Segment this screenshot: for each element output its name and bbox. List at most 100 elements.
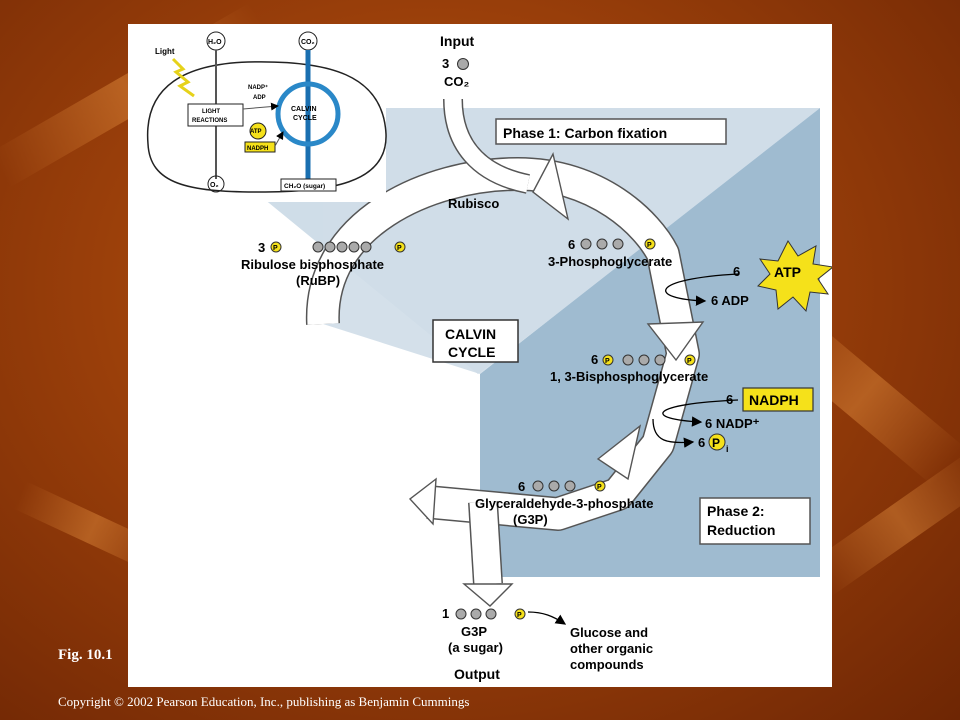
atp-count: 6 (733, 264, 740, 279)
inset-sugar-box (280, 178, 337, 192)
rubp-molecule: P P (270, 241, 406, 253)
light-reactions-label-1: LIGHT (202, 109, 220, 115)
light-bolt (171, 57, 195, 98)
output-name: G3P (461, 624, 487, 639)
bpg-count: 6 (591, 352, 598, 367)
inset-o2-label: O₂ (210, 182, 219, 189)
light-reactions-box (187, 103, 244, 127)
pi-arrow (652, 418, 695, 448)
phosphate-letter: P (273, 245, 278, 252)
phase2-region (480, 108, 820, 577)
cycle-arrowhead (596, 424, 642, 481)
output-product-arrow (527, 611, 567, 625)
phosphate-letter: P (647, 242, 652, 249)
nadph-usage-arrow (662, 399, 739, 427)
phosphate-letter: P (605, 358, 610, 365)
bpg-molecule: P P (602, 354, 696, 366)
inset-nadph-box (244, 141, 276, 153)
calvin-cycle-diagram: Light H₂O CO₂ LIGHT REACTIONS CALVIN CYC… (136, 31, 832, 682)
carbon-atom (360, 241, 372, 253)
g3p-count: 6 (518, 479, 525, 494)
inset-sugar-label: CH₂O (sugar) (284, 183, 325, 190)
phosphate-circle (602, 354, 614, 366)
carbon-atom (485, 608, 497, 620)
atp-label: ATP (774, 264, 801, 280)
product-line-2: other organic (570, 641, 653, 656)
carbon-atom (336, 241, 348, 253)
nadph-count: 6 (726, 392, 733, 407)
phosphate-circle (644, 238, 656, 250)
output-count: 1 (442, 606, 449, 621)
output-stem-fill (469, 501, 502, 585)
inset-nadp-label: NADP⁺ (248, 84, 268, 91)
adp-label: 6 ADP (711, 293, 749, 308)
carbon-atom (324, 241, 336, 253)
phosphate-circle (684, 354, 696, 366)
inset-calvin-ring (275, 81, 341, 147)
inset-co2-label: CO₂ (301, 39, 315, 46)
carbon-atom (470, 608, 482, 620)
inset-atp-arrow (242, 102, 279, 111)
inset-nadph-arrow (274, 131, 284, 147)
carbon-atom (564, 480, 576, 492)
cycle-arrowhead (646, 321, 705, 362)
phosphate-letter: P (597, 484, 602, 491)
figure-label: Fig. 10.1 (58, 647, 113, 663)
inset-o2-circle (207, 175, 225, 193)
co2-molecule (457, 58, 469, 70)
nadph-box (742, 387, 814, 412)
pi-count: 6 (698, 435, 705, 450)
inset-h2o-label: H₂O (208, 39, 222, 46)
phase2-label-2: Reduction (707, 522, 775, 538)
atp-starburst (757, 240, 832, 313)
carbon-atom (455, 608, 467, 620)
carbon-atom (638, 354, 650, 366)
copyright-notice: Copyright © 2002 Pearson Education, Inc.… (58, 694, 470, 709)
product-line-3: compounds (570, 657, 644, 672)
nadp-out-label: 6 NADP⁺ (705, 416, 760, 431)
cycle-arrowhead (532, 152, 570, 221)
phosphate-circle (394, 241, 406, 253)
calvin-cycle-label-2: CYCLE (448, 344, 495, 360)
output-desc: (a sugar) (448, 640, 503, 655)
carbon-atom (612, 238, 624, 250)
input-title: Input (440, 33, 475, 49)
output-arrowhead (462, 583, 514, 607)
product-line-1: Glucose and (570, 625, 648, 640)
input-count: 3 (442, 56, 449, 71)
phosphate-letter: P (397, 245, 402, 252)
phosphate-letter: P (687, 358, 692, 365)
pga-name: 3-Phosphoglycerate (548, 254, 672, 269)
rubisco-label: Rubisco (448, 196, 499, 211)
calvin-cycle-box (432, 319, 519, 363)
calvin-cycle-label-1: CALVIN (445, 326, 496, 342)
pga-molecule: P (580, 238, 656, 250)
inset-atp-label: ATP (250, 129, 262, 135)
pi-subscript: i (726, 444, 729, 454)
phosphate-circle (270, 241, 282, 253)
g3p-molecule: P (532, 480, 606, 492)
atp-usage-arrow (665, 273, 739, 306)
pi-circle (708, 433, 726, 451)
light-reactions-label-2: REACTIONS (192, 118, 227, 124)
g3p-name: Glyceraldehyde-3-phosphate (475, 496, 653, 511)
bpg-name: 1, 3-Bisphosphoglycerate (550, 369, 708, 384)
chloroplast-inset: Light H₂O CO₂ LIGHT REACTIONS CALVIN CYC… (136, 31, 387, 202)
rubp-abbr: (RuBP) (296, 273, 340, 288)
phase2-label-1: Phase 2: (707, 503, 765, 519)
pga-count: 6 (568, 237, 575, 252)
carbon-atom (580, 238, 592, 250)
g3p-abbr: (G3P) (513, 512, 548, 527)
rubp-count: 3 (258, 240, 265, 255)
carbon-atom (622, 354, 634, 366)
input-molecule: CO₂ (444, 74, 470, 89)
input-arrow-fill (444, 98, 530, 193)
carbon-atom (348, 241, 360, 253)
output-title: Output (454, 666, 500, 682)
phase1-box (495, 118, 727, 145)
nadph-label: NADPH (749, 392, 799, 408)
cycle-arrowhead (408, 477, 437, 526)
phase2-box (699, 497, 811, 545)
inset-adp-label: ADP (253, 95, 266, 101)
output-g3p-molecule: P (455, 608, 526, 620)
